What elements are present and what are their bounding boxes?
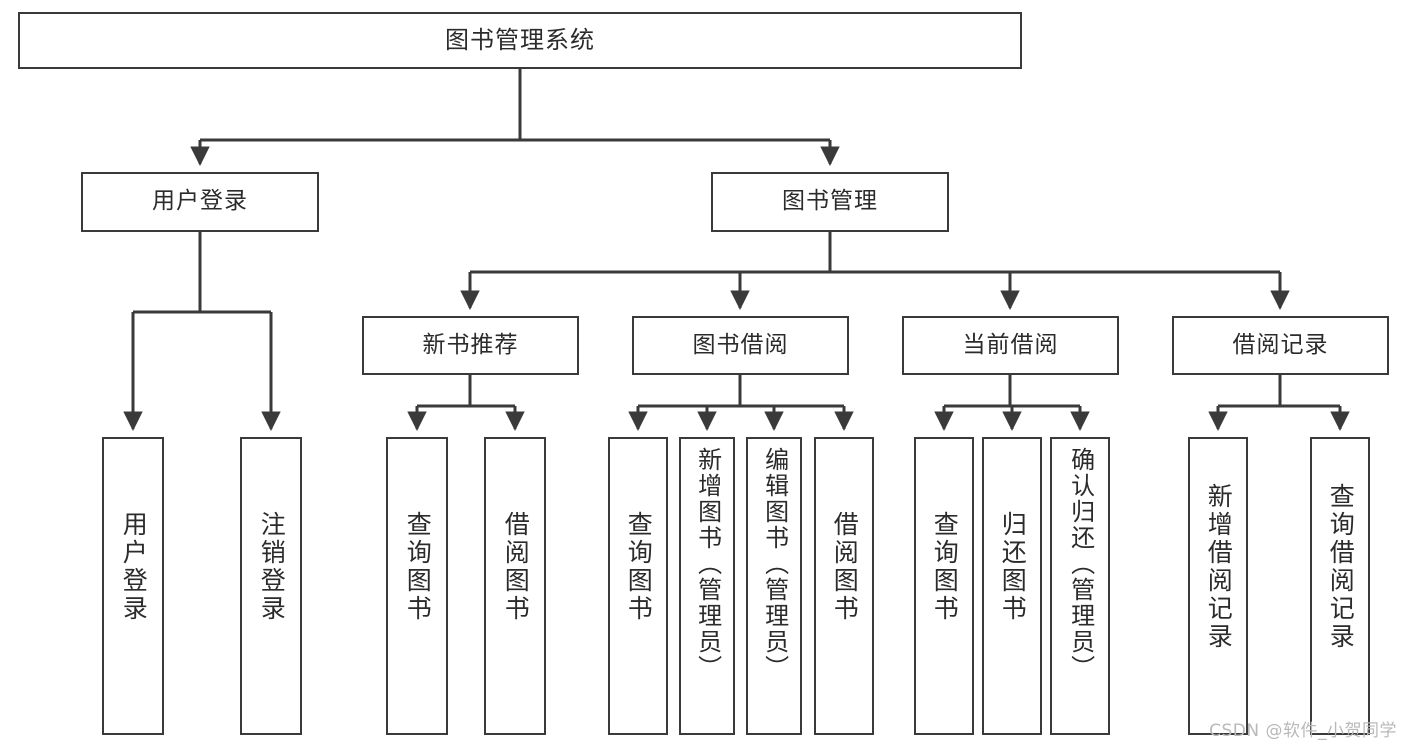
node-current-borrow[interactable]: 当前借阅 [902,316,1119,375]
leaf-user-logout-label: 注销登录 [257,511,287,623]
node-root[interactable]: 图书管理系统 [18,12,1022,69]
leaf-add-borrow-record-label: 新增借阅记录 [1204,483,1234,651]
leaf-add-book-admin[interactable]: 新增图书（管理员） [679,437,735,735]
leaf-query-borrow-record-label: 查询借阅记录 [1326,483,1356,651]
node-new-book-recommend-label: 新书推荐 [422,331,519,358]
leaf-confirm-return-admin[interactable]: 确认归还（管理员） [1050,437,1110,735]
node-borrow-records-label: 借阅记录 [1232,331,1329,358]
node-user-login-label: 用户登录 [152,188,248,215]
node-book-management[interactable]: 图书管理 [711,172,949,232]
leaf-query-book-borrow-label: 查询图书 [624,511,654,623]
leaf-confirm-return-admin-label: 确认归还（管理员） [1066,447,1095,681]
leaf-query-book-current-label: 查询图书 [930,511,960,623]
leaf-borrow-book-recommend-label: 借阅图书 [501,511,531,623]
node-current-borrow-label: 当前借阅 [962,331,1059,358]
leaf-add-borrow-record[interactable]: 新增借阅记录 [1188,437,1248,735]
leaf-edit-book-admin[interactable]: 编辑图书（管理员） [746,437,802,735]
leaf-borrow-book-recommend[interactable]: 借阅图书 [484,437,546,735]
node-book-borrow-label: 图书借阅 [692,331,789,358]
leaf-query-book-borrow[interactable]: 查询图书 [608,437,668,735]
leaf-user-logout[interactable]: 注销登录 [240,437,302,735]
node-user-login[interactable]: 用户登录 [81,172,319,232]
leaf-user-login-label: 用户登录 [119,511,149,623]
leaf-query-book-recommend-label: 查询图书 [403,511,433,623]
watermark: CSDN @软件_小贺同学 [1209,721,1397,741]
leaf-query-borrow-record[interactable]: 查询借阅记录 [1310,437,1370,735]
leaf-lend-book-label: 借阅图书 [830,511,860,623]
leaf-user-login[interactable]: 用户登录 [102,437,164,735]
leaf-lend-book[interactable]: 借阅图书 [814,437,874,735]
leaf-return-book[interactable]: 归还图书 [982,437,1042,735]
node-borrow-records[interactable]: 借阅记录 [1172,316,1389,375]
leaf-query-book-current[interactable]: 查询图书 [914,437,974,735]
node-book-borrow[interactable]: 图书借阅 [632,316,849,375]
leaf-return-book-label: 归还图书 [998,511,1028,623]
node-new-book-recommend[interactable]: 新书推荐 [362,316,579,375]
node-root-label: 图书管理系统 [445,26,595,55]
node-book-management-label: 图书管理 [782,188,878,215]
leaf-add-book-admin-label: 新增图书（管理员） [693,447,722,681]
leaf-edit-book-admin-label: 编辑图书（管理员） [760,447,789,681]
leaf-query-book-recommend[interactable]: 查询图书 [386,437,448,735]
